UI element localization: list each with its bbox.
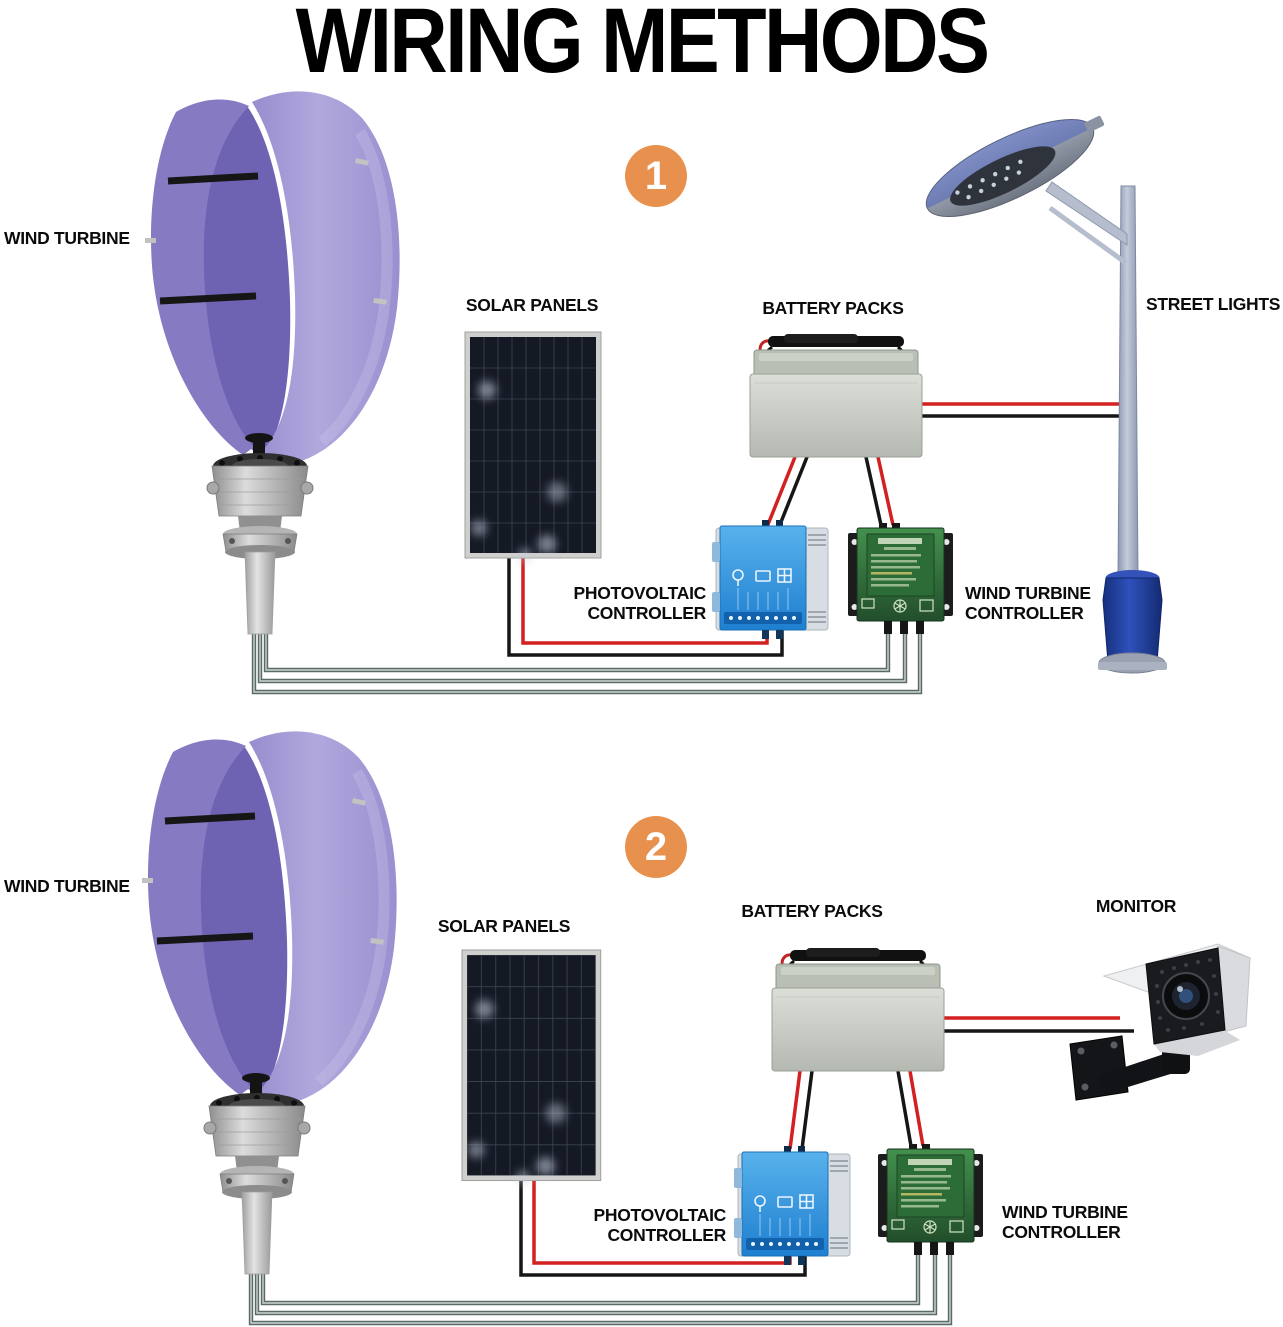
- wind-turbine-controller-illustration-1: [847, 522, 954, 635]
- label-solar-panels-2: SOLAR PANELS: [437, 916, 571, 936]
- photovoltaic-controller-illustration-2: [733, 1145, 851, 1266]
- label-battery-packs-1: BATTERY PACKS: [762, 298, 904, 318]
- wires-scheme-1: [251, 402, 1129, 695]
- label-wind-turbine-2: WIND TURBINE: [4, 876, 130, 896]
- battery-pack-illustration-1: [748, 332, 924, 459]
- scheme-2-number-badge: 2: [625, 816, 687, 878]
- page-title: WIRING METHODS: [295, 0, 990, 92]
- label-wind-turbine-controller-1: WIND TURBINE CONTROLLER: [965, 583, 1091, 623]
- wires-scheme-2: [248, 1016, 1134, 1326]
- photovoltaic-controller-illustration-1: [711, 519, 829, 640]
- battery-pack-illustration-2: [770, 946, 946, 1073]
- wind-turbine-illustration-2: [142, 731, 397, 1274]
- street-light-illustration: [925, 115, 1167, 674]
- label-battery-packs-2: BATTERY PACKS: [741, 901, 883, 921]
- wind-turbine-illustration-1: [145, 91, 400, 634]
- label-photovoltaic-controller-2: PHOTOVOLTAIC CONTROLLER: [593, 1205, 726, 1245]
- label-street-lights: STREET LIGHTS: [1146, 294, 1281, 314]
- label-wind-turbine-1: WIND TURBINE: [4, 228, 130, 248]
- wind-turbine-controller-illustration-2: [877, 1143, 984, 1256]
- solar-panel-illustration-1: [465, 332, 601, 562]
- label-photovoltaic-controller-1: PHOTOVOLTAIC CONTROLLER: [573, 583, 706, 623]
- monitor-camera-illustration: [1069, 943, 1252, 1101]
- label-solar-panels-1: SOLAR PANELS: [465, 295, 599, 315]
- scheme-1-number-badge: 1: [625, 145, 687, 207]
- label-monitor: MONITOR: [1095, 896, 1177, 916]
- solar-panel-illustration-2: [462, 950, 601, 1185]
- label-wind-turbine-controller-2: WIND TURBINE CONTROLLER: [1002, 1202, 1128, 1242]
